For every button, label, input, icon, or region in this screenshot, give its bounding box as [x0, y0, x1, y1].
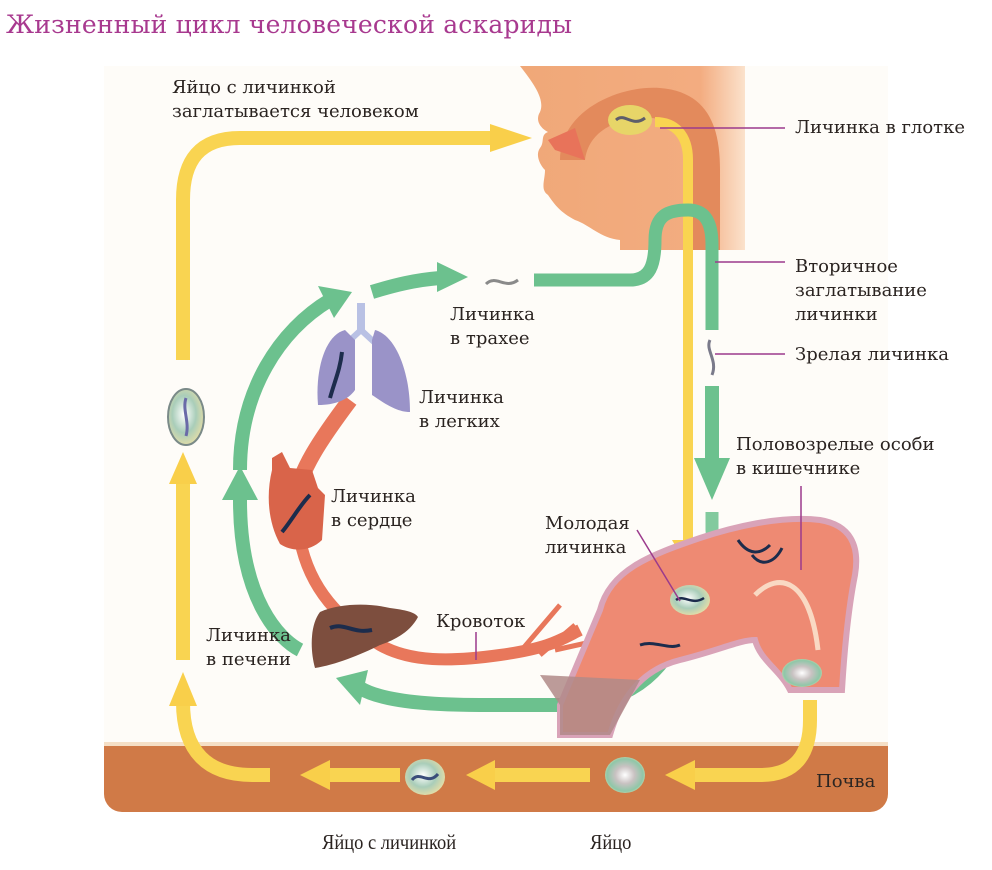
label-mature-larva: Зрелая личинка — [795, 344, 949, 365]
larva-in-liver-icon — [329, 624, 373, 633]
label-larva-pharynx: Личинка в глотке — [795, 117, 966, 138]
label-larva-liver: Личинка в печени — [206, 625, 292, 670]
lungs-icon — [317, 303, 410, 412]
label-soil: Почва — [816, 771, 876, 792]
soil-edge — [104, 742, 888, 748]
mature-larva-icon — [707, 339, 716, 376]
leader-lines — [475, 127, 802, 660]
label-bloodstream: Кровоток — [436, 611, 526, 632]
liver-icon — [311, 604, 418, 668]
label-egg: Яйцо — [590, 830, 632, 854]
larva-in-trachea-icon — [484, 278, 519, 286]
label-egg-with-larva: Яйцо с личинкой — [322, 830, 457, 854]
label-egg-swallowed: Яйцо с личинкой заглатывается человеком — [172, 77, 419, 122]
intestine-icon — [540, 515, 860, 738]
diagram-title: Жизненный цикл человеческой аскариды — [6, 10, 573, 39]
egg-icon-soil — [605, 757, 645, 793]
egg-in-intestine-icon — [782, 659, 822, 687]
larva-in-lungs-icon — [328, 351, 344, 399]
larva-in-heart-icon — [280, 493, 312, 534]
label-larva-heart: Личинка в сердце — [331, 486, 416, 531]
heart-icon — [268, 452, 325, 550]
egg-path-arrows — [169, 117, 817, 790]
label-larva-lungs: Личинка в легких — [419, 387, 504, 432]
label-young-larva: Молодая личинка — [545, 513, 630, 558]
label-adults-intestine: Половозрелые особи в кишечнике — [736, 434, 935, 479]
label-secondary-swallow: Вторичное заглатывание личинки — [795, 256, 927, 325]
label-larva-trachea: Личинка в трахее — [450, 304, 535, 349]
